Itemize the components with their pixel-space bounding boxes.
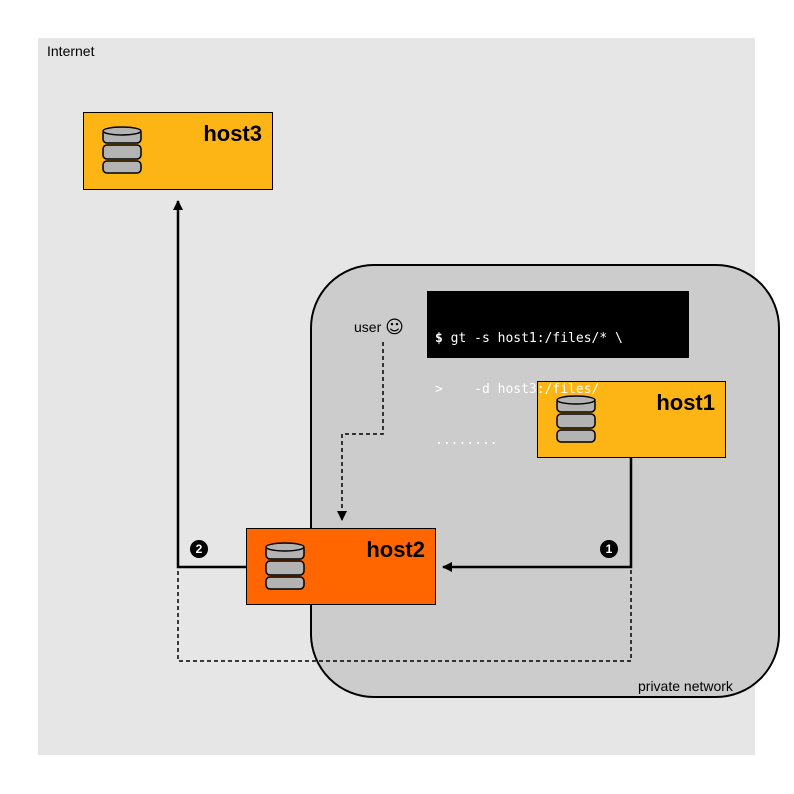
- smiley-icon: ☺: [385, 317, 404, 338]
- terminal-prompt: $: [435, 331, 443, 346]
- host2-to-host3-connector: [173, 200, 246, 569]
- host2-label: host2: [366, 537, 425, 562]
- host1-node: host1: [537, 381, 726, 458]
- host3-label: host3: [203, 121, 262, 146]
- database-icon: [102, 126, 142, 174]
- terminal-line: $ gt -s host1:/files/* \: [435, 330, 689, 347]
- terminal-line: ........: [435, 432, 689, 449]
- terminal-window: $ gt -s host1:/files/* \ > -d host3:/fil…: [427, 291, 689, 448]
- database-icon: [265, 542, 305, 590]
- direct-route-connector: [177, 458, 632, 662]
- database-icon: [556, 395, 596, 443]
- host1-label: host1: [656, 390, 715, 415]
- host2-node: host2: [246, 528, 436, 605]
- terminal-output: ........: [435, 433, 498, 448]
- step-2-badge: 2: [190, 540, 208, 558]
- user-label-group: user ☺: [354, 316, 404, 338]
- terminal-line: > -d host3:/files/: [435, 381, 689, 398]
- user-label: user: [354, 319, 382, 335]
- user-to-host2-connector: [337, 342, 384, 521]
- host3-node: host3: [83, 112, 273, 190]
- terminal-command: gt -s host1:/files/* \: [442, 331, 623, 346]
- private-network-label: private network: [638, 678, 733, 694]
- terminal-command: -d host3:/files/: [442, 382, 600, 397]
- internet-label: Internet: [47, 43, 95, 59]
- terminal-prompt: >: [435, 382, 443, 397]
- step-1-badge: 1: [600, 540, 618, 558]
